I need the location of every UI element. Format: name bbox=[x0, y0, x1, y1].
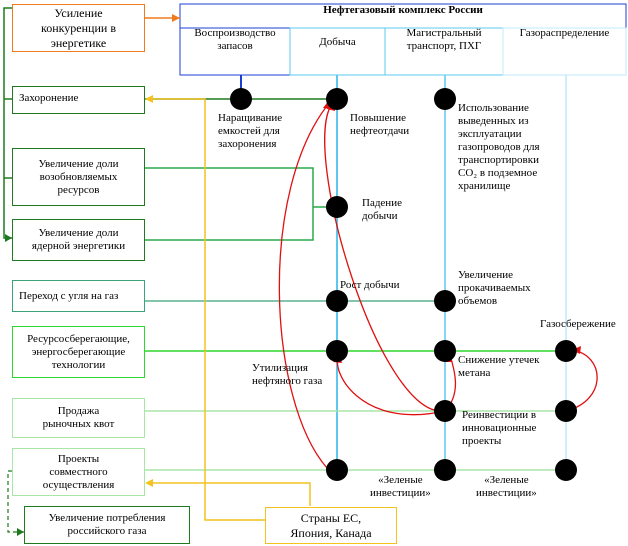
header-title: Нефтегазовый комплекс России bbox=[323, 4, 483, 16]
label-co2-pipelines: Использование выведенных из эксплуатации… bbox=[458, 102, 540, 192]
factor-burial: Захоронение bbox=[12, 86, 145, 114]
column-transport: Магистральный транспорт, ПХГ bbox=[406, 27, 482, 52]
node-recovery bbox=[326, 88, 348, 110]
node-volumes bbox=[434, 290, 456, 312]
node-co2 bbox=[434, 88, 456, 110]
label-methane-leaks: Снижение утечек метана bbox=[458, 354, 540, 379]
node-decline bbox=[326, 196, 348, 218]
node-reinvest-2 bbox=[555, 400, 577, 422]
column-reproduction: Воспроизводство запасов bbox=[194, 27, 276, 52]
factor-resource-saving: Ресурсосберегающие, энергосберегающие те… bbox=[12, 326, 145, 378]
label-storage-capacity: Наращивание емкостей для захоронения bbox=[218, 112, 283, 150]
factor-quotas: Продажа рыночных квот bbox=[12, 398, 145, 438]
label-green-investments-1: «Зеленые инвестиции» bbox=[370, 474, 431, 499]
label-increased-volumes: Увеличение прокачиваемых объемов bbox=[458, 269, 531, 307]
node-green-2 bbox=[434, 459, 456, 481]
node-gas-saving bbox=[555, 340, 577, 362]
factor-joint-projects: Проекты совместного осуществления bbox=[12, 448, 145, 496]
node-burial bbox=[230, 88, 252, 110]
factor-renewables: Увеличение доли возобновляемых ресурсов bbox=[12, 148, 145, 206]
header-frame bbox=[179, 3, 627, 76]
column-distribution: Газораспределение bbox=[519, 27, 610, 39]
label-associated-gas: Утилизация нефтяного газа bbox=[252, 362, 323, 387]
node-green-3 bbox=[555, 459, 577, 481]
label-production-growth: Рост добычи bbox=[340, 279, 400, 291]
node-reinvest bbox=[434, 400, 456, 422]
factor-gas-consumption: Увеличение потребления российского газа bbox=[24, 506, 190, 544]
label-oil-recovery: Повышение нефтеотдачи bbox=[350, 112, 410, 137]
nodes bbox=[230, 88, 577, 481]
factor-competition: Усиление конкуренции в энергетике bbox=[12, 4, 145, 52]
label-green-investments-2: «Зеленые инвестиции» bbox=[476, 474, 537, 499]
partners-box: Страны ЕС, Япония, Канада bbox=[265, 507, 397, 544]
node-gas-utilization bbox=[326, 340, 348, 362]
node-growth bbox=[326, 290, 348, 312]
label-gas-saving: Газосбережение bbox=[540, 318, 616, 330]
factor-coal-to-gas: Переход с угля на газ bbox=[12, 280, 145, 312]
factor-nuclear: Увеличение доли ядерной энергетики bbox=[12, 219, 145, 261]
node-leaks bbox=[434, 340, 456, 362]
node-green-1 bbox=[326, 459, 348, 481]
label-reinvestment: Реинвестиции в инновационные проекты bbox=[462, 409, 537, 447]
column-production: Добыча bbox=[319, 36, 356, 48]
label-production-decline: Падение добычи bbox=[362, 197, 402, 222]
arrowheads bbox=[5, 14, 180, 536]
